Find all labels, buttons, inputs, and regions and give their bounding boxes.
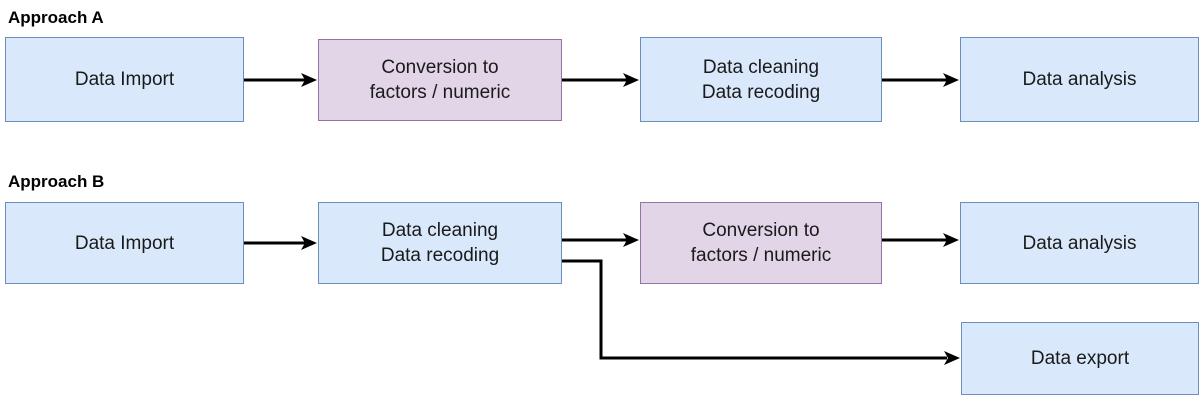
node-a-conversion-label: Conversion to factors / numeric: [369, 57, 511, 103]
arrow-head-icon: [301, 73, 317, 87]
node-a-data-import[interactable]: Data Import: [5, 37, 244, 122]
node-b-data-analysis[interactable]: Data analysis: [960, 202, 1199, 284]
arrow-head-icon: [623, 73, 639, 87]
arrow-head-icon: [301, 236, 317, 250]
node-b-conversion-label: Conversion to factors / numeric: [690, 220, 832, 266]
node-a-data-cleaning[interactable]: Data cleaning Data recoding: [640, 37, 882, 122]
node-b-data-import-label: Data Import: [74, 232, 175, 254]
node-a-data-import-label: Data Import: [74, 69, 175, 90]
node-a-conversion[interactable]: Conversion to factors / numeric: [318, 39, 562, 121]
approach-a-heading: Approach A: [8, 8, 104, 27]
node-b-data-export[interactable]: Data export: [961, 322, 1199, 395]
node-b-data-cleaning[interactable]: Data cleaning Data recoding: [318, 202, 562, 284]
edge-b-conversion-to-analysis: [882, 233, 959, 247]
arrow-head-icon: [944, 351, 960, 365]
edge-b-cleaning-to-conversion: [562, 233, 639, 247]
node-b-conversion[interactable]: Conversion to factors / numeric: [640, 202, 882, 284]
edge-a-conversion-to-cleaning: [562, 73, 639, 87]
edge-a-cleaning-to-analysis: [882, 73, 959, 87]
edge-a-import-to-conversion: [244, 73, 317, 87]
node-a-data-cleaning-label: Data cleaning Data recoding: [701, 56, 821, 103]
arrow-head-icon: [623, 233, 639, 247]
node-a-data-analysis[interactable]: Data analysis: [960, 37, 1199, 122]
node-b-data-export-label: Data export: [1030, 348, 1130, 369]
arrow-head-icon: [943, 73, 959, 87]
node-b-data-cleaning-label: Data cleaning Data recoding: [380, 220, 500, 266]
approach-b-heading: Approach B: [8, 172, 105, 191]
edge-b-import-to-cleaning: [244, 236, 317, 250]
arrow-head-icon: [943, 233, 959, 247]
node-b-data-import[interactable]: Data Import: [5, 202, 244, 284]
node-a-data-analysis-label: Data analysis: [1022, 69, 1137, 90]
node-b-data-analysis-label: Data analysis: [1022, 232, 1137, 254]
